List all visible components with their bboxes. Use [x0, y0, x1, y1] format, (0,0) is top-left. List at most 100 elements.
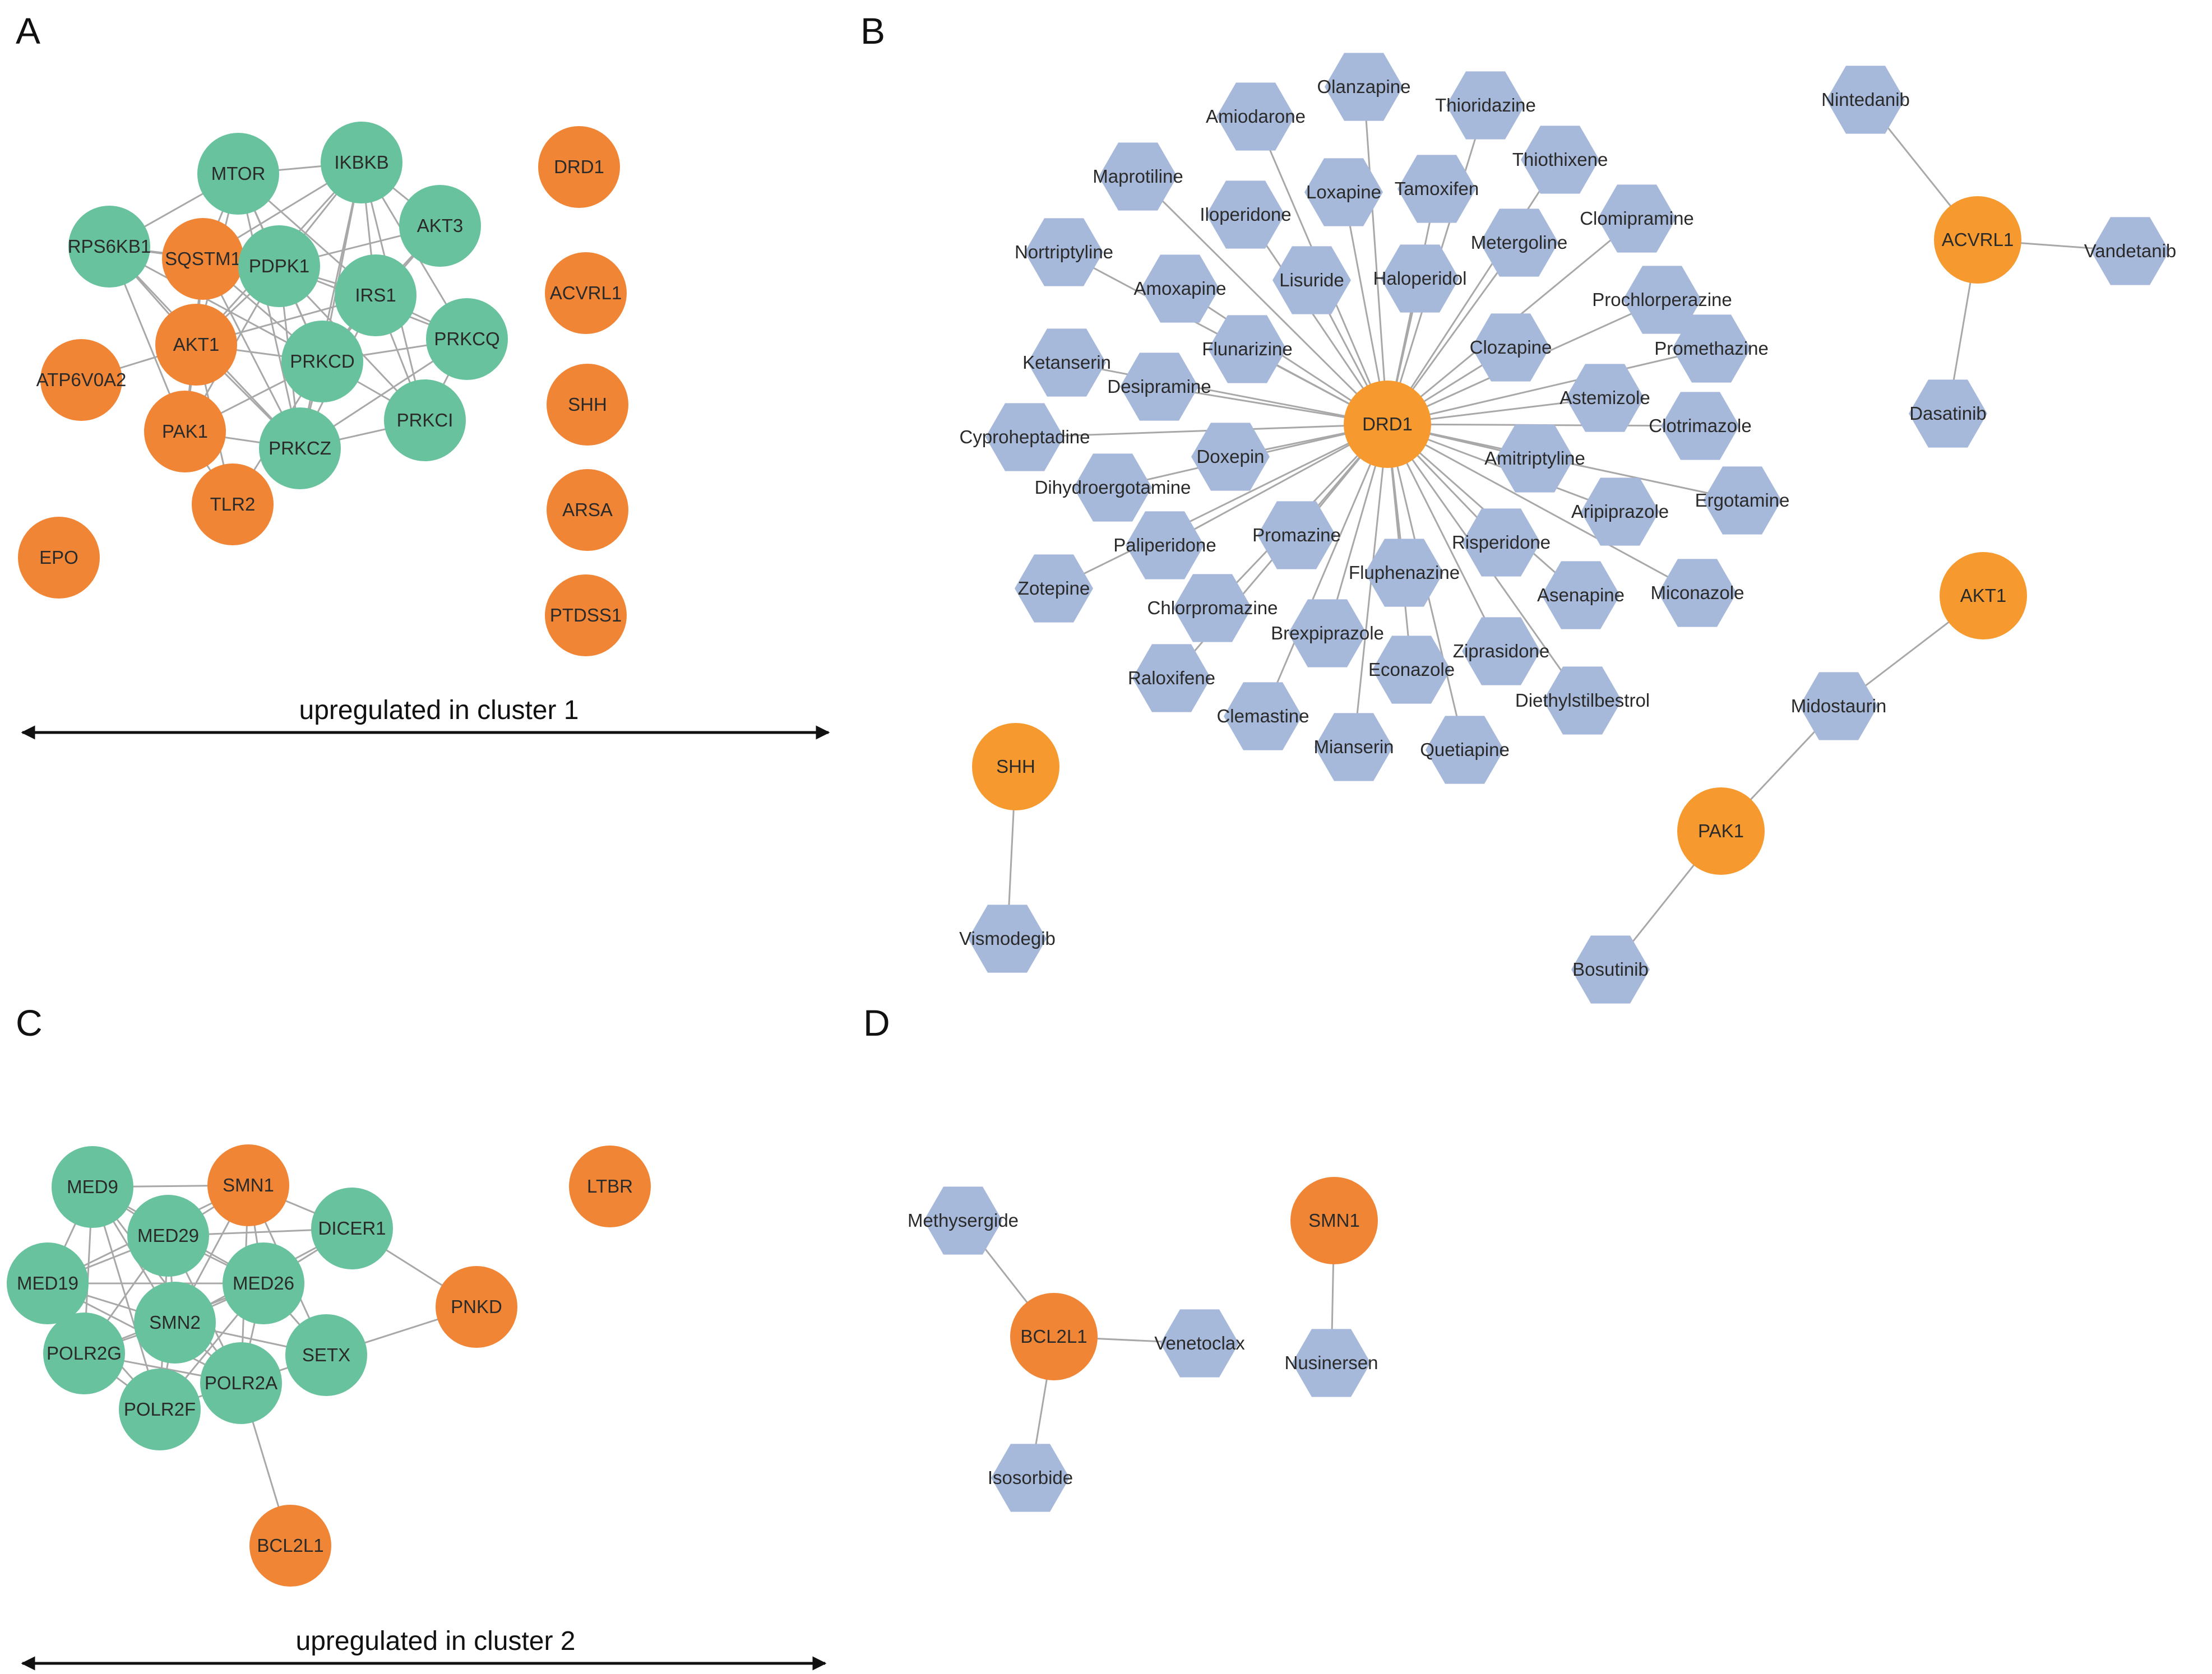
- gene-circle-green: [259, 407, 341, 489]
- node-label: Clomipramine: [1580, 208, 1694, 229]
- node-b-doxepin: Doxepin: [1191, 423, 1270, 491]
- node-label: Maprotiline: [1093, 166, 1183, 187]
- node-b-lisuride: Lisuride: [1272, 246, 1351, 314]
- drug-hexagon: [1799, 672, 1878, 740]
- drug-hexagon: [1462, 508, 1540, 577]
- node-label: Loxapine: [1306, 182, 1381, 202]
- node-label: Nusinersen: [1285, 1352, 1378, 1373]
- node-label: Asenapine: [1537, 585, 1625, 605]
- node-label: Bosutinib: [1572, 959, 1649, 980]
- node-a-prkcz: PRKCZ: [259, 407, 341, 489]
- node-label: Midostaurin: [1791, 695, 1887, 716]
- node-label: Tamoxifen: [1395, 178, 1479, 199]
- drug-hexagon: [1826, 66, 1905, 134]
- node-label: LTBR: [587, 1176, 633, 1197]
- node-b-aripiprazole: Aripiprazole: [1571, 477, 1669, 546]
- drug-hexagon: [1462, 617, 1540, 685]
- node-b-miconazole: Miconazole: [1651, 559, 1744, 627]
- drug-hexagon: [1315, 713, 1393, 781]
- edge-drd1-cyproheptadine: [1024, 423, 1388, 438]
- drug-hexagon: [924, 1186, 1002, 1255]
- gene-circle-green: [223, 1242, 304, 1324]
- edge-drd1-zotepine: [1053, 423, 1388, 590]
- edge-drd1-promethazine: [1387, 347, 1712, 425]
- node-label: IRS1: [355, 285, 396, 305]
- gene-circle-green: [134, 1282, 216, 1364]
- node-label: PRKCD: [290, 351, 355, 372]
- node-label: Amoxapine: [1133, 278, 1226, 299]
- panel-label-d: D: [863, 1002, 890, 1044]
- node-b-bosutinib: Bosutinib: [1571, 935, 1650, 1004]
- node-b-metergoline: Metergoline: [1471, 208, 1567, 277]
- node-label: Metergoline: [1471, 232, 1567, 253]
- drug-hexagon: [1191, 423, 1270, 491]
- node-label: PAK1: [1698, 820, 1744, 841]
- edge-mtor-prkcz: [237, 173, 301, 449]
- drug-hexagon: [1381, 244, 1459, 313]
- node-c-smn1: SMN1: [207, 1144, 289, 1226]
- drug-hexagon: [1581, 477, 1659, 546]
- drug-hexagon: [1658, 559, 1737, 627]
- panel-label-c: C: [16, 1002, 43, 1044]
- node-b-zotepine: Zotepine: [1015, 554, 1093, 623]
- drug-hexagon: [1521, 126, 1599, 194]
- node-b-midostaurin: Midostaurin: [1791, 672, 1887, 740]
- gene-circle-green: [311, 1188, 393, 1269]
- node-label: Doxepin: [1196, 446, 1264, 467]
- node-a-ptdss1: PTDSS1: [545, 574, 627, 656]
- node-label: Nintedanib: [1821, 89, 1910, 110]
- node-a-tlr2: TLR2: [192, 463, 274, 545]
- drug-hexagon: [1272, 246, 1351, 314]
- drug-hexagon: [1160, 1309, 1239, 1378]
- drug-hexagon: [1132, 644, 1211, 712]
- edge-drd1-maprotiline: [1137, 175, 1389, 425]
- node-a-arsa: ARSA: [547, 469, 628, 551]
- node-label: Chlorpromazine: [1147, 597, 1278, 618]
- gene-circle-orange: [192, 463, 274, 545]
- node-b-prochlorperazine: Prochlorperazine: [1592, 266, 1732, 334]
- drug-hexagon: [1120, 353, 1198, 421]
- node-b-nortriptyline: Nortriptyline: [1015, 218, 1113, 286]
- drug-hexagon: [1173, 574, 1252, 642]
- node-label: SHH: [568, 394, 607, 415]
- node-label: POLR2G: [47, 1343, 122, 1364]
- node-a-drd1: DRD1: [538, 126, 620, 208]
- node-label: Promethazine: [1654, 338, 1769, 359]
- drug-hexagon: [1496, 424, 1574, 493]
- panel-label-b: B: [860, 10, 885, 52]
- node-label: PTDSS1: [550, 605, 622, 625]
- node-label: Diethylstilbestrol: [1515, 690, 1650, 711]
- drug-hexagon: [1208, 315, 1287, 383]
- node-a-prkci: PRKCI: [384, 379, 466, 461]
- node-b-clemastine: Clemastine: [1216, 682, 1309, 750]
- caption-cluster-2: upregulated in cluster 2: [296, 1626, 576, 1656]
- node-c-pnkd: PNKD: [436, 1266, 517, 1348]
- node-b-flunarizine: Flunarizine: [1202, 315, 1293, 383]
- drug-hexagon: [1257, 501, 1336, 569]
- drug-hexagon: [1206, 180, 1285, 249]
- drug-hexagon: [991, 1444, 1070, 1512]
- node-a-pak1: PAK1: [144, 391, 226, 472]
- node-b-loxapine: Loxapine: [1304, 158, 1383, 226]
- node-label: SHH: [996, 756, 1035, 777]
- node-b-akt1: AKT1: [1940, 552, 2027, 639]
- gene-circle-orange: [545, 574, 627, 656]
- gene-circle-green: [127, 1195, 209, 1277]
- node-c-setx: SETX: [285, 1314, 367, 1396]
- node-d-smn1: SMN1: [1290, 1177, 1378, 1264]
- edge-drd1-olanzapine: [1363, 86, 1389, 425]
- node-label: Astemizole: [1559, 387, 1650, 408]
- node-label: Miconazole: [1651, 582, 1744, 603]
- node-label: ATP6V0A2: [36, 369, 127, 390]
- node-a-prkcq: PRKCQ: [426, 298, 508, 380]
- drug-hexagon: [1325, 53, 1403, 121]
- drug-hexagon: [2091, 217, 2169, 285]
- node-d-nusinersen: Nusinersen: [1285, 1329, 1378, 1397]
- drug-hexagon: [1292, 1329, 1371, 1397]
- node-b-dasatinib: Dasatinib: [1909, 379, 1987, 448]
- node-label: Brexpiprazole: [1271, 623, 1384, 643]
- drug-hexagon: [1224, 682, 1302, 750]
- node-label: Clemastine: [1216, 706, 1309, 726]
